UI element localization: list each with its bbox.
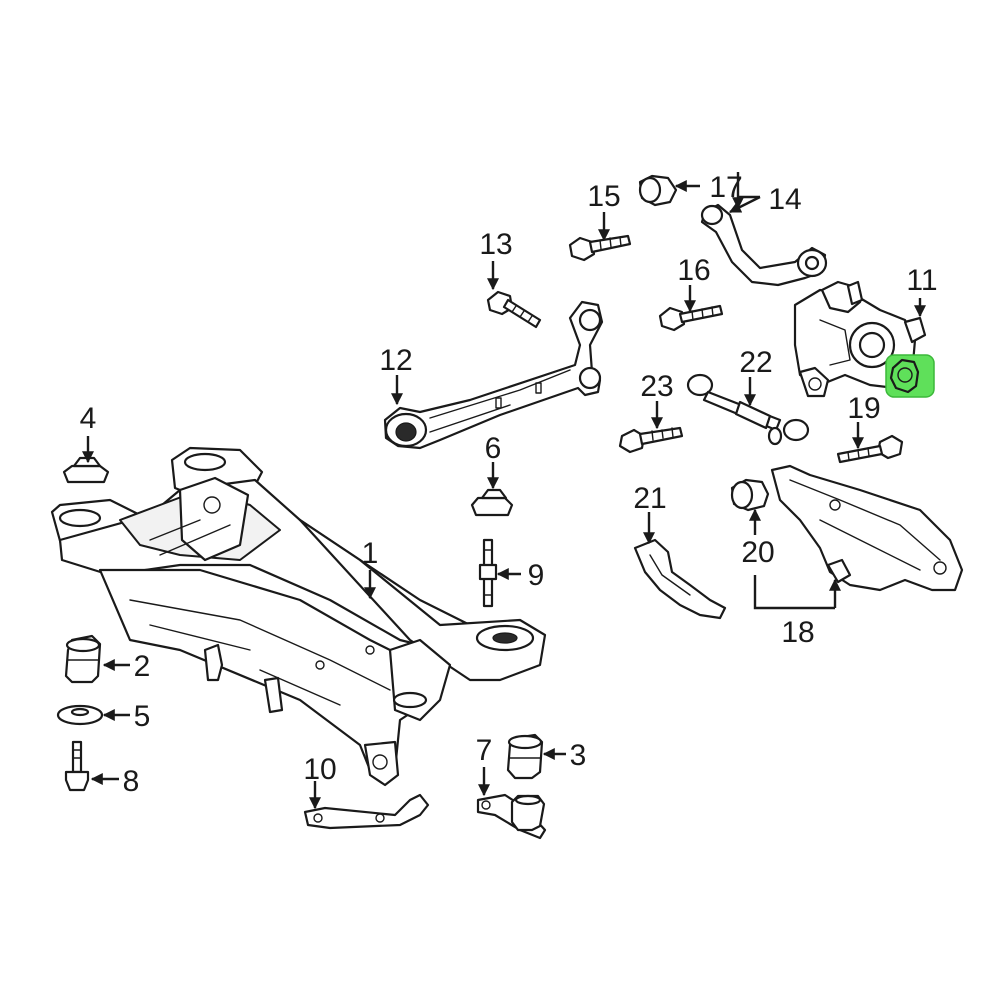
- part-7-bracket[interactable]: [476, 793, 547, 840]
- part-20-bushing[interactable]: [730, 478, 770, 512]
- callout-8: 8: [123, 765, 140, 798]
- part-23-bolt[interactable]: [618, 426, 684, 454]
- part-6-stopper[interactable]: [470, 488, 514, 517]
- part-13-bolt[interactable]: [486, 290, 542, 329]
- part-15-bolt[interactable]: [568, 234, 632, 262]
- part-18-trailing-arm[interactable]: [770, 464, 964, 592]
- callout-22: 22: [739, 346, 772, 379]
- callout-3: 3: [570, 739, 587, 772]
- callout-20: 20: [741, 536, 774, 569]
- part-19-bolt[interactable]: [836, 434, 904, 464]
- part-5-washer[interactable]: [56, 704, 104, 726]
- part-2-bushing[interactable]: [64, 634, 102, 684]
- callout-9: 9: [528, 559, 545, 592]
- callout-labels: 1 2 3 4 5 6 7 8 9 10 11 12 13 14 15 16 1…: [80, 171, 938, 798]
- callout-12: 12: [379, 344, 412, 377]
- callout-14: 14: [768, 183, 801, 216]
- callout-7: 7: [476, 734, 493, 767]
- callout-16: 16: [677, 254, 710, 287]
- part-16-bolt[interactable]: [658, 304, 724, 332]
- callout-23: 23: [640, 370, 673, 403]
- callout-17: 17: [709, 171, 742, 204]
- part-14-upper-arm[interactable]: [700, 203, 828, 287]
- part-1-subframe[interactable]: [50, 446, 547, 787]
- callout-10: 10: [303, 753, 336, 786]
- part-21-protector[interactable]: [633, 538, 727, 620]
- callout-21: 21: [633, 482, 666, 515]
- callout-19: 19: [847, 392, 880, 425]
- part-9-stud[interactable]: [478, 538, 498, 608]
- callout-4: 4: [80, 402, 97, 435]
- callout-15: 15: [587, 180, 620, 213]
- part-12-lower-arm[interactable]: [383, 300, 604, 450]
- part-17-bushing[interactable]: [638, 174, 678, 207]
- callout-11: 11: [906, 264, 937, 297]
- callout-5: 5: [134, 700, 151, 733]
- callout-2: 2: [134, 650, 151, 683]
- part-4-stopper[interactable]: [62, 456, 110, 484]
- part-22-toe-link[interactable]: [686, 373, 810, 446]
- part-8-bolt[interactable]: [64, 740, 90, 792]
- callout-18: 18: [781, 616, 814, 649]
- leader-lines: [82, 172, 926, 810]
- callout-1: 1: [362, 537, 379, 570]
- highlighted-bushing: [885, 354, 935, 398]
- part-3-bushing[interactable]: [506, 733, 544, 780]
- part-11-knuckle[interactable]: [793, 280, 935, 398]
- callout-13: 13: [479, 228, 512, 261]
- callout-6: 6: [485, 432, 502, 465]
- part-10-brace[interactable]: [303, 793, 430, 830]
